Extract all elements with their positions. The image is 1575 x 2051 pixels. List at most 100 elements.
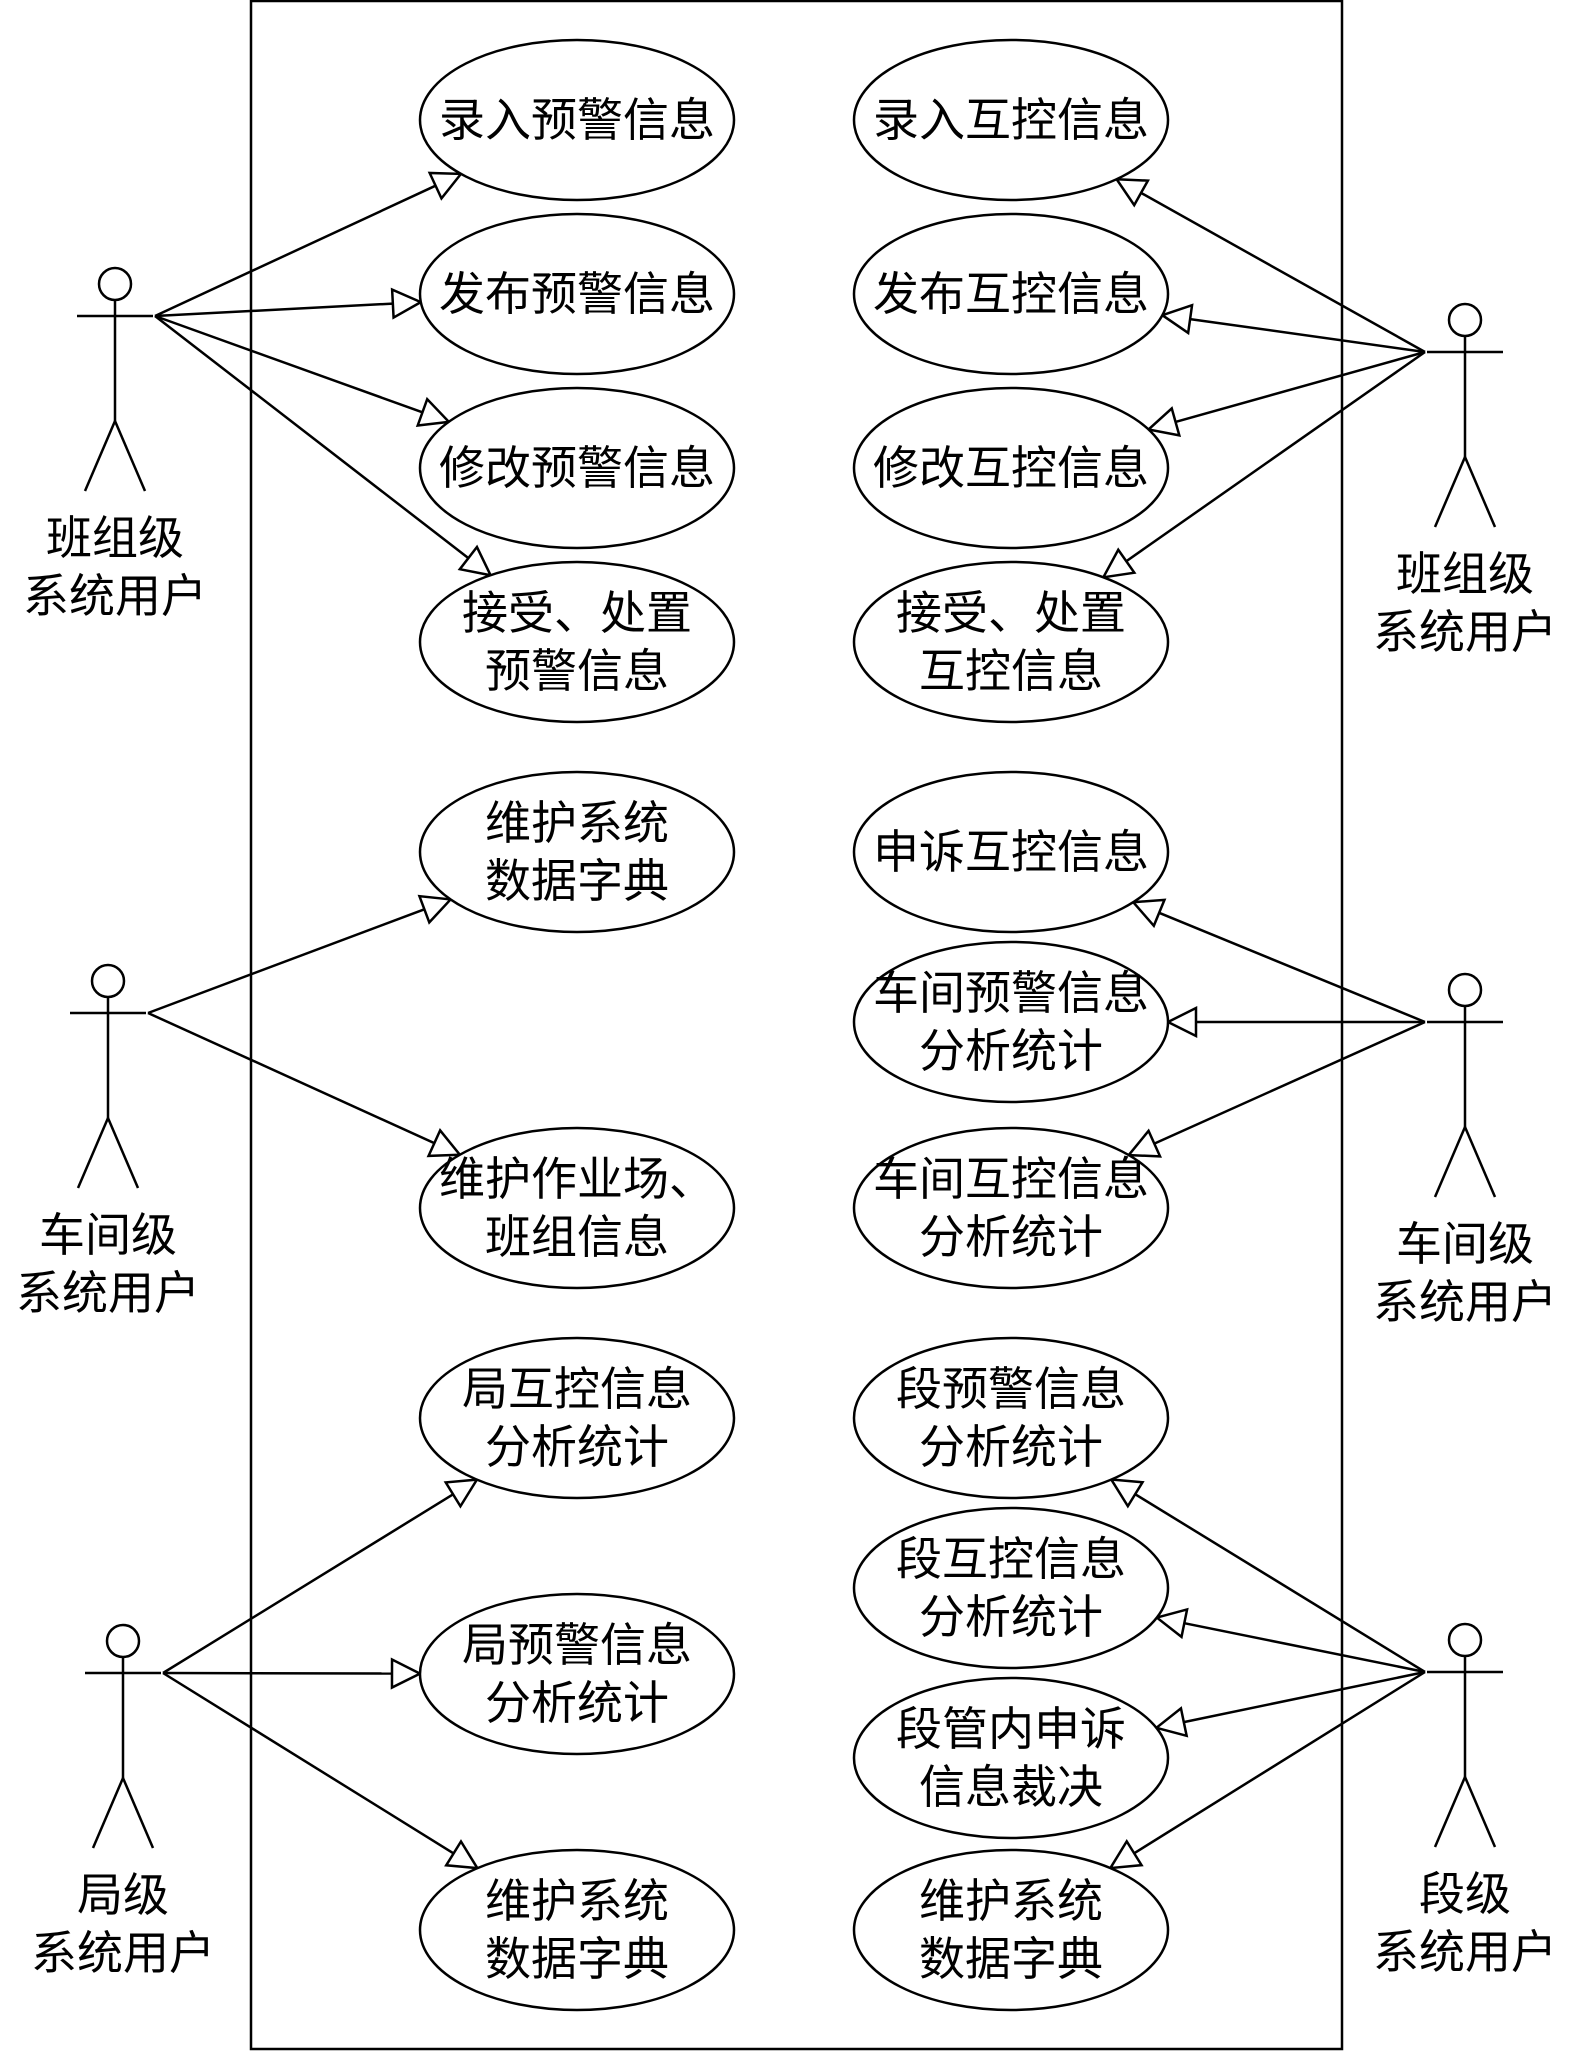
arrowhead-icon — [457, 544, 493, 577]
use-case-ellipse — [418, 1848, 736, 2012]
association-line — [1175, 350, 1426, 424]
actor-label: 系统用户 — [31, 1926, 215, 1980]
use-case-label: 局互控信息 — [462, 1362, 692, 1416]
use-case-ellipse — [852, 1676, 1170, 1840]
association-banzu_right-jieshou_hukong — [1101, 350, 1426, 579]
use-cases: 录入预警信息发布预警信息修改预警信息接受、处置预警信息维护系统数据字典维护作业场… — [418, 38, 1170, 2012]
use-case-ellipse — [418, 770, 736, 934]
use-case-label: 段预警信息 — [896, 1362, 1126, 1416]
actor-figure-icon — [85, 1623, 161, 1849]
association-line — [154, 302, 393, 318]
actor-label: 局级 — [77, 1868, 169, 1922]
actor-label: 系统用户 — [16, 1266, 200, 1320]
actor-label: 车间级 — [1396, 1217, 1534, 1271]
actor-label: 班组级 — [1396, 547, 1534, 601]
use-case-ellipse — [852, 38, 1170, 202]
use-case-label: 发布预警信息 — [439, 267, 715, 321]
use-case-label: 数据字典 — [919, 1932, 1103, 1986]
use-case-label: 互控信息 — [919, 644, 1103, 698]
use-case-ellipse — [418, 1336, 736, 1500]
use-case-label: 维护系统 — [919, 1874, 1103, 1928]
association-banzu_left-fabu_yujing — [154, 287, 424, 320]
use-case-label: 数据字典 — [485, 1932, 669, 1986]
arrowhead-icon — [426, 1128, 463, 1158]
use-case-label: 维护系统 — [485, 1874, 669, 1928]
use-case-ellipse — [418, 560, 736, 724]
association-line — [1158, 911, 1426, 1024]
use-case-ellipse — [852, 386, 1170, 550]
use-case-lu_yujing: 录入预警信息 — [418, 38, 736, 202]
use-case-ellipse — [852, 1506, 1170, 1670]
arrowhead-icon — [1101, 547, 1137, 579]
use-case-label: 分析统计 — [485, 1420, 669, 1474]
use-case-ellipse — [852, 212, 1170, 376]
arrowhead-icon — [1165, 1005, 1198, 1039]
system-boundary — [249, 0, 1344, 2051]
association-line — [154, 315, 470, 560]
association-line — [1153, 1020, 1426, 1145]
association-duan-duan_hukong — [1154, 1607, 1426, 1674]
association-chejian_left-weihu_zidian_1 — [147, 894, 454, 1015]
association-line — [162, 1671, 393, 1675]
use-case-label: 修改互控信息 — [873, 441, 1149, 495]
use-case-label: 车间预警信息 — [873, 966, 1149, 1020]
association-banzu_left-xiugai_yujing — [154, 314, 452, 427]
association-duan-duan_yujing — [1108, 1478, 1426, 1674]
use-case-label: 录入互控信息 — [873, 93, 1149, 147]
use-case-label: 信息裁决 — [919, 1760, 1103, 1814]
use-case-fabu_yujing: 发布预警信息 — [418, 212, 736, 376]
association-banzu_right-lu_hukong — [1114, 177, 1426, 354]
use-case-label: 维护系统 — [485, 796, 669, 850]
use-case-label: 分析统计 — [919, 1210, 1103, 1264]
use-case-label: 段管内申诉 — [896, 1702, 1126, 1756]
use-case-ellipse — [418, 38, 736, 202]
association-banzu_left-lu_yujing — [154, 171, 464, 318]
use-case-fabu_hukong: 发布互控信息 — [852, 212, 1170, 376]
arrowhead-icon — [1114, 177, 1150, 208]
actor-label: 系统用户 — [1373, 1275, 1557, 1329]
arrowhead-icon — [390, 1657, 423, 1690]
arrowhead-icon — [443, 1478, 480, 1509]
association-line — [154, 314, 423, 414]
use-case-ellipse — [852, 770, 1170, 934]
actor-figure-icon — [70, 963, 146, 1189]
actor-label: 系统用户 — [1373, 605, 1557, 659]
actor-figure-icon — [1427, 972, 1503, 1198]
use-case-ellipse — [418, 386, 736, 550]
use-case-lu_hukong: 录入互控信息 — [852, 38, 1170, 202]
use-case-label: 段互控信息 — [896, 1532, 1126, 1586]
use-case-weihu_zuoye: 维护作业场、班组信息 — [418, 1126, 736, 1290]
arrowhead-icon — [415, 396, 452, 427]
use-case-label: 分析统计 — [919, 1420, 1103, 1474]
association-ju-weihu_zidian_2 — [162, 1671, 480, 1870]
use-case-ellipse — [418, 212, 736, 376]
use-case-ellipse — [852, 1336, 1170, 1500]
use-case-ellipse — [852, 560, 1170, 724]
arrowhead-icon — [1126, 1128, 1163, 1158]
arrowhead-icon — [1108, 1838, 1144, 1870]
arrowhead-icon — [444, 1839, 480, 1870]
use-case-label: 分析统计 — [919, 1024, 1103, 1078]
use-case-ellipse — [852, 1126, 1170, 1290]
use-case-ellipse — [418, 1126, 736, 1290]
actor-figure-icon — [77, 266, 153, 492]
use-case-label: 车间互控信息 — [873, 1152, 1149, 1206]
arrowhead-icon — [1154, 1607, 1189, 1640]
association-line — [147, 908, 425, 1015]
association-chejian_right-chejian_yujing — [1165, 1005, 1425, 1039]
use-case-ellipse — [852, 940, 1170, 1104]
association-line — [1134, 1493, 1426, 1674]
actor-label: 段级 — [1419, 1867, 1511, 1921]
association-chejian_right-shensu_hukong — [1130, 898, 1426, 1024]
